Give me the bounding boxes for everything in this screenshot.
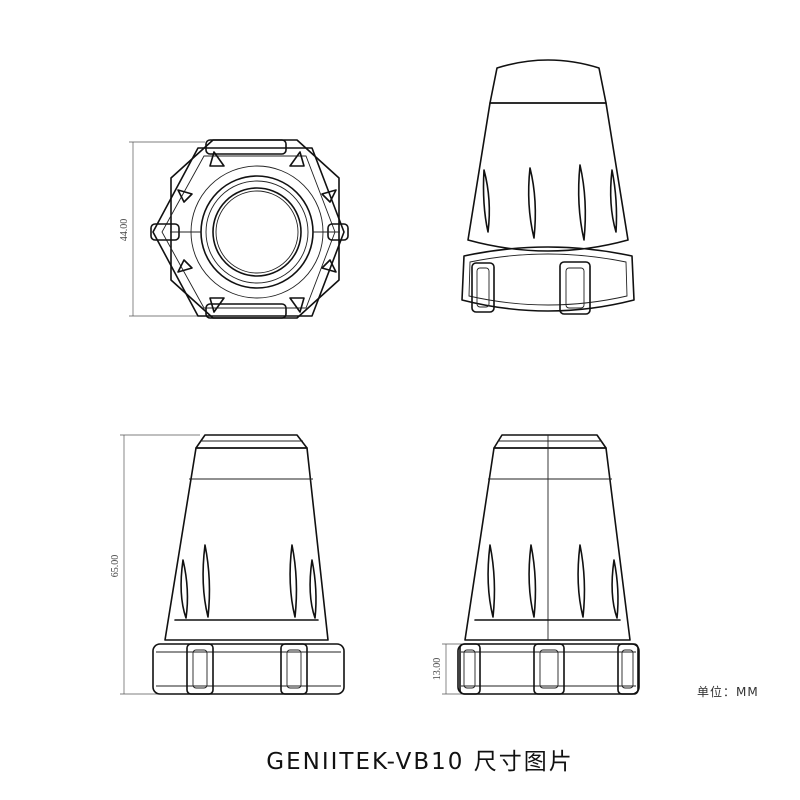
dimension-top-width: 44.00 [119,141,205,317]
dimension-label-13: 13.00 [432,658,443,681]
front-view-right: 13.00 [432,434,640,695]
unit-label: 单位：MM [697,685,759,699]
dimension-height: 65.00 [110,434,200,695]
front-view-left: 65.00 [110,434,345,695]
perspective-view [461,59,635,315]
top-view: 44.00 [119,139,349,319]
dimension-label-44: 44.00 [119,219,130,242]
dimension-label-65: 65.00 [110,555,121,578]
drawing-caption: GENIITEK-VB10 尺寸图片 [266,749,574,775]
